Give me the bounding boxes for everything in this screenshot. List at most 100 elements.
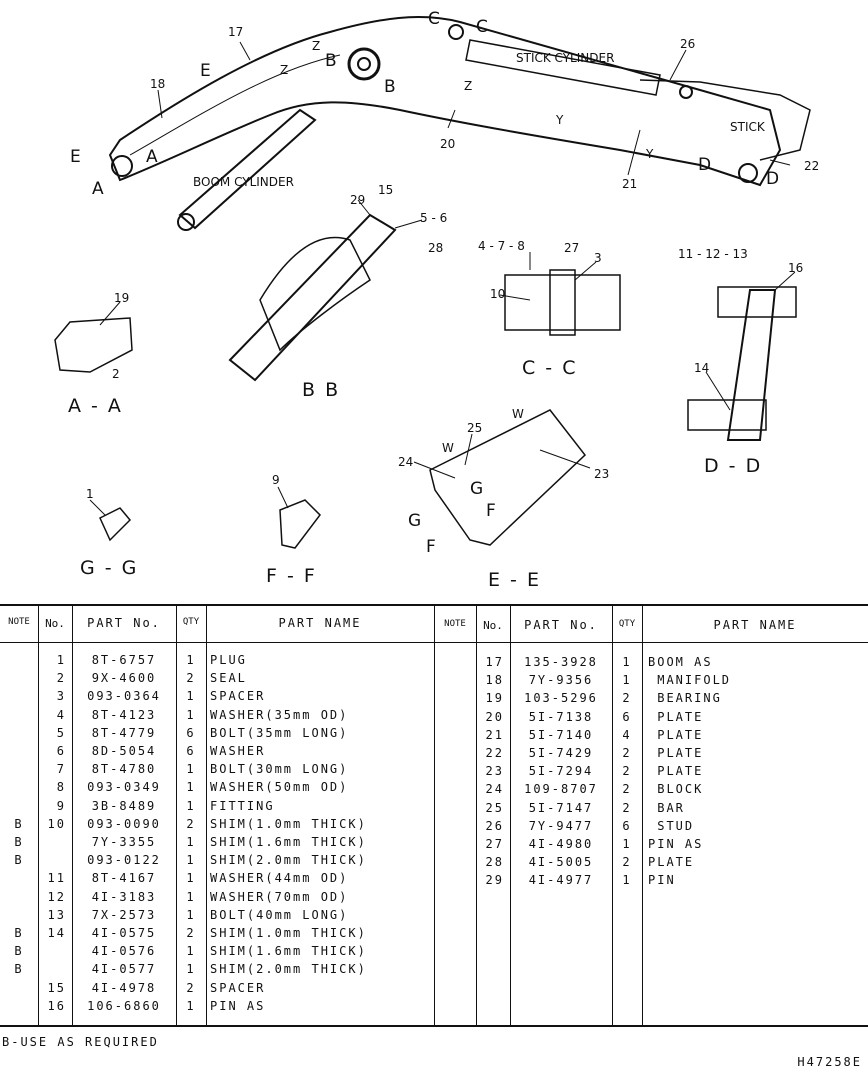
cell-qty: 1 bbox=[186, 835, 196, 849]
label-5-6: 5 - 6 bbox=[420, 211, 447, 225]
cell-no: 28 bbox=[485, 855, 504, 870]
cell-name: SEAL bbox=[210, 671, 247, 686]
pin-b bbox=[347, 47, 381, 81]
pin-d bbox=[738, 163, 758, 183]
col-rule bbox=[476, 604, 477, 1026]
cell-qty: 1 bbox=[186, 871, 196, 886]
cell-name: SPACER bbox=[210, 689, 266, 704]
cell-name: SPACER bbox=[210, 980, 266, 995]
label-15: 15 bbox=[378, 183, 393, 197]
bb-pin bbox=[228, 213, 397, 382]
cell-part-no: 8T-4167 bbox=[91, 871, 157, 886]
cell-qty: 1 bbox=[622, 673, 632, 688]
cell-qty: 6 bbox=[186, 744, 196, 758]
cell-name: BEARING bbox=[648, 691, 722, 706]
cell-no: 25 bbox=[485, 800, 504, 815]
cell-name: BOOM AS bbox=[648, 655, 713, 669]
section-title-bb: B B bbox=[302, 379, 340, 401]
cell-qty: 1 bbox=[186, 653, 196, 667]
cell-no: 22 bbox=[485, 746, 504, 760]
label-14: 14 bbox=[694, 361, 709, 375]
cell-qty: 2 bbox=[186, 816, 196, 831]
section-title-aa: A - A bbox=[68, 395, 123, 417]
cell-no: 29 bbox=[485, 873, 504, 888]
cell-name: PIN AS bbox=[648, 837, 704, 851]
label-stick-cylinder: STICK CYLINDER bbox=[516, 51, 614, 65]
label-c-right: C bbox=[476, 17, 488, 37]
cell-part-no: 4I-3183 bbox=[91, 889, 157, 904]
stick-cylinder-shape bbox=[465, 39, 661, 96]
cell-no: 7 bbox=[56, 762, 66, 777]
cell-name: PLATE bbox=[648, 746, 704, 760]
label-18: 18 bbox=[150, 77, 165, 91]
cell-qty: 1 bbox=[186, 998, 196, 1013]
label-d-left: D bbox=[698, 155, 711, 175]
cell-no: 15 bbox=[47, 980, 66, 995]
dd-section bbox=[726, 289, 777, 441]
cell-no: 2 bbox=[56, 671, 66, 686]
cell-name: BOLT(30mm LONG) bbox=[210, 762, 349, 777]
ee-section bbox=[429, 409, 587, 546]
header-part-name-right: PART NAME bbox=[713, 618, 797, 632]
parts-diagram: 17 18 E E A A BOOM CYLINDER Z Z Z B B C … bbox=[54, 9, 819, 591]
cell-part-no: 3B-8489 bbox=[91, 798, 157, 813]
cell-part-no: 106-6860 bbox=[87, 998, 161, 1013]
cell-part-no: 8T-4779 bbox=[91, 725, 157, 740]
cell-no: 21 bbox=[485, 727, 504, 742]
label-stick: STICK bbox=[730, 120, 766, 134]
cell-no: 14 bbox=[47, 926, 66, 940]
header-note-left: NOTE bbox=[8, 617, 30, 627]
cell-part-no: 8T-6757 bbox=[91, 653, 157, 667]
cell-qty: 2 bbox=[186, 671, 196, 686]
cell-qty: 6 bbox=[186, 725, 196, 740]
label-w-2: W bbox=[442, 441, 454, 455]
boom-stick bbox=[639, 79, 811, 161]
col-rule bbox=[510, 604, 511, 1026]
cell-part-no: 7Y-3355 bbox=[91, 835, 157, 849]
cell-no: 5 bbox=[56, 725, 66, 740]
cell-qty: 1 bbox=[186, 889, 196, 904]
cell-name: WASHER(50mm OD) bbox=[210, 780, 349, 795]
cell-part-no: 4I-0575 bbox=[91, 926, 157, 940]
cell-note: B bbox=[14, 853, 24, 868]
label-b-right: B bbox=[384, 77, 396, 97]
label-25: 25 bbox=[467, 421, 482, 435]
label-f-inner: F bbox=[486, 501, 496, 521]
cell-part-no: 8T-4123 bbox=[91, 707, 157, 722]
cell-no: 11 bbox=[47, 871, 66, 886]
label-29: 29 bbox=[350, 193, 365, 207]
cell-qty: 1 bbox=[622, 837, 632, 851]
section-title-dd: D - D bbox=[704, 455, 762, 477]
cell-no: 24 bbox=[485, 782, 504, 797]
label-e-top: E bbox=[200, 61, 211, 81]
cell-name: SHIM(1.0mm THICK) bbox=[210, 816, 367, 831]
cell-no: 9 bbox=[56, 798, 66, 813]
cell-name: STUD bbox=[648, 818, 695, 833]
cell-name: WASHER bbox=[210, 744, 266, 758]
cell-qty: 4 bbox=[622, 727, 632, 742]
section-title-gg: G - G bbox=[80, 557, 138, 579]
cell-no: 10 bbox=[47, 816, 66, 831]
cell-note: B bbox=[14, 944, 24, 959]
cell-note: B bbox=[14, 926, 24, 940]
section-title-ee: E - E bbox=[488, 569, 541, 591]
aa-section bbox=[54, 317, 133, 373]
boom-cylinder-shape bbox=[178, 108, 317, 230]
cell-name: PLUG bbox=[210, 653, 247, 667]
cell-part-no: 5I-7429 bbox=[528, 746, 594, 760]
label-w-1: W bbox=[512, 407, 524, 421]
cell-name: SHIM(1.0mm THICK) bbox=[210, 926, 367, 940]
cc-section bbox=[504, 274, 621, 331]
cell-no: 26 bbox=[485, 818, 504, 833]
cell-part-no: 7Y-9477 bbox=[528, 818, 594, 833]
cell-qty: 1 bbox=[622, 655, 632, 669]
cell-name: SHIM(2.0mm THICK) bbox=[210, 962, 367, 977]
label-z-3: Z bbox=[464, 79, 472, 93]
cell-name: WASHER(44mm OD) bbox=[210, 871, 349, 886]
